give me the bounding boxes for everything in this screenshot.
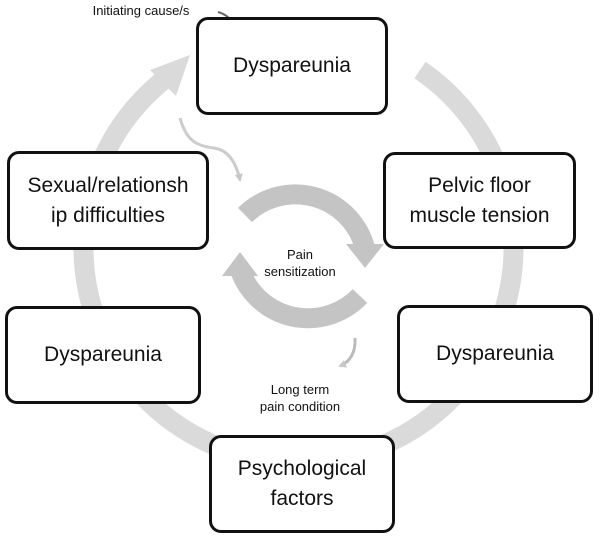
box-top-dyspareunia: Dyspareunia xyxy=(196,17,388,115)
box-left-dyspareunia: Dyspareunia xyxy=(5,306,201,404)
pain-sensitization-label: Pain sensitization xyxy=(264,247,336,279)
long-term-pointer-arrow xyxy=(338,337,357,368)
inner-arrowhead-left xyxy=(222,252,258,276)
outer-ring-arrowhead xyxy=(150,55,190,96)
initiating-cause-label: Initiating cause/s xyxy=(92,3,190,18)
to-center-pointer-arrow xyxy=(178,117,243,182)
box-right-dyspareunia: Dyspareunia xyxy=(397,305,593,403)
box-pelvic-floor-muscle-tension: Pelvic floor muscle tension xyxy=(383,152,576,249)
long-term-pain-condition-label: Long term pain condition xyxy=(259,382,341,414)
inner-cycle-ring xyxy=(222,184,384,329)
inner-arrowhead-right xyxy=(346,244,384,268)
box-sexual-relationship-difficulties: Sexual/relationsh ip difficulties xyxy=(7,151,209,250)
box-psychological-factors: Psychological factors xyxy=(209,435,395,533)
